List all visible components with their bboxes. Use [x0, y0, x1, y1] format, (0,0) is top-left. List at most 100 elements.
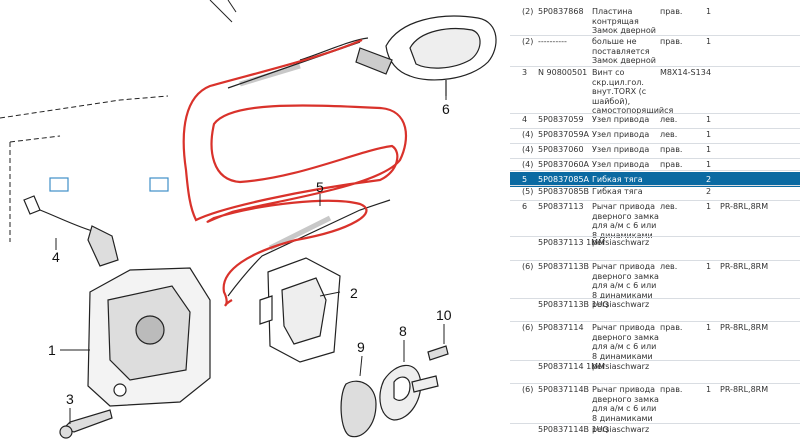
cell-idx: (4) [522, 145, 534, 154]
cell-note: PR-8RL,8RM [720, 202, 769, 211]
callout-5: 5 [316, 179, 324, 195]
cell-qty: 1 [706, 130, 712, 139]
row-divider [510, 35, 800, 36]
callout-6: 6 [442, 101, 450, 117]
row-divider [510, 298, 800, 299]
bracket-plate [259, 257, 341, 363]
cell-note: PR-8RL,8RM [720, 262, 769, 271]
cell-qty: 4 [706, 68, 712, 77]
row-divider [510, 200, 800, 201]
callout-3: 3 [66, 391, 74, 407]
cell-qty: 2 [706, 187, 712, 196]
table-row[interactable]: (2)----------больше не поставляется Замо… [510, 37, 800, 68]
cell-idx: (4) [522, 160, 534, 169]
cell-side: прав. [660, 385, 683, 394]
cell-side: прав. [660, 160, 683, 169]
cell-name: Рычаг привода дверного замка для а/м с 6… [592, 262, 659, 300]
cell-idx: 5 [522, 175, 528, 184]
cell-side: прав. [660, 37, 683, 46]
row-divider [510, 260, 800, 261]
image-marker[interactable] [149, 177, 169, 192]
cell-name: persiaschwarz [592, 300, 650, 309]
cell-name: Узел привода [592, 115, 650, 124]
door-handle [355, 15, 497, 96]
cell-side: прав. [660, 145, 683, 154]
cell-idx: (2) [522, 7, 534, 16]
screw-10 [427, 345, 449, 361]
cell-name: persiaschwarz [592, 238, 650, 247]
cell-name: Гибкая тяга [592, 175, 643, 184]
cell-name: Рычаг привода дверного замка для а/м с 6… [592, 202, 659, 240]
cell-num: 5P0837114B 1UQ [538, 425, 609, 434]
cell-side: M8X14-S13 [660, 68, 706, 77]
striker-8 [379, 364, 439, 421]
cell-idx: (6) [522, 323, 534, 332]
row-divider [510, 170, 800, 171]
row-divider [510, 236, 800, 237]
cell-num: 5P0837868 [538, 7, 584, 16]
cell-side: прав. [660, 7, 683, 16]
cell-num: 5P0837060A [538, 160, 590, 169]
cell-name: persiaschwarz [592, 425, 650, 434]
cell-name: Узел привода [592, 160, 650, 169]
cell-qty: 2 [706, 175, 712, 184]
image-marker[interactable] [49, 177, 69, 192]
table-row[interactable]: 6 5P0837113 Рычаг привода дверного замка д… [510, 202, 800, 240]
cell-name: больше не поставляется Замок дверной [592, 37, 656, 65]
cell-qty: 1 [706, 115, 712, 124]
washer-9 [340, 380, 377, 438]
callout-9: 9 [357, 339, 365, 355]
cell-idx: 6 [522, 202, 528, 211]
cell-name: Винт со скр.цил.гол. внут.TORX (с шайбой… [592, 68, 674, 115]
cell-qty: 1 [706, 202, 712, 211]
actuator-unit [23, 195, 119, 267]
callout-1: 1 [48, 342, 56, 358]
cell-idx: 4 [522, 115, 528, 124]
cell-idx: (6) [522, 262, 534, 271]
cell-num: 5P0837059A [538, 130, 590, 139]
table-row[interactable]: (6) 5P0837114 Рычаг привода дверного замка… [510, 323, 800, 362]
cell-note: PR-8RL,8RM [720, 323, 769, 332]
cell-qty: 1 [706, 323, 712, 332]
cell-num: 5P0837085A [538, 175, 590, 184]
cell-num: 5P0837113 [538, 202, 584, 211]
door-lock [87, 267, 211, 407]
row-divider [510, 321, 800, 322]
cell-name: Рычаг привода дверного замка для а/м с 6… [592, 323, 659, 361]
cell-idx: (5) [522, 187, 534, 196]
row-divider [510, 360, 800, 361]
cell-num: 5P0837060 [538, 145, 584, 154]
row-divider [510, 423, 800, 424]
row-divider [510, 128, 800, 129]
cell-side: прав. [660, 323, 683, 332]
cell-qty: 1 [706, 145, 712, 154]
cell-side: лев. [660, 130, 678, 139]
cell-name: Рычаг привода дверного замка для а/м с 6… [592, 385, 659, 423]
cell-side: лев. [660, 202, 678, 211]
cell-qty: 1 [706, 7, 712, 16]
cell-num: ---------- [538, 37, 567, 46]
row-divider [510, 158, 800, 159]
callout-8: 8 [399, 323, 407, 339]
cell-name: Гибкая тяга [592, 187, 643, 196]
cell-num: 5P0837114B [538, 385, 590, 394]
cell-side: лев. [660, 262, 678, 271]
cell-num: 5P0837114 [538, 323, 584, 332]
cell-name: persiaschwarz [592, 362, 650, 371]
cell-num: 5P0837085B [538, 187, 590, 196]
